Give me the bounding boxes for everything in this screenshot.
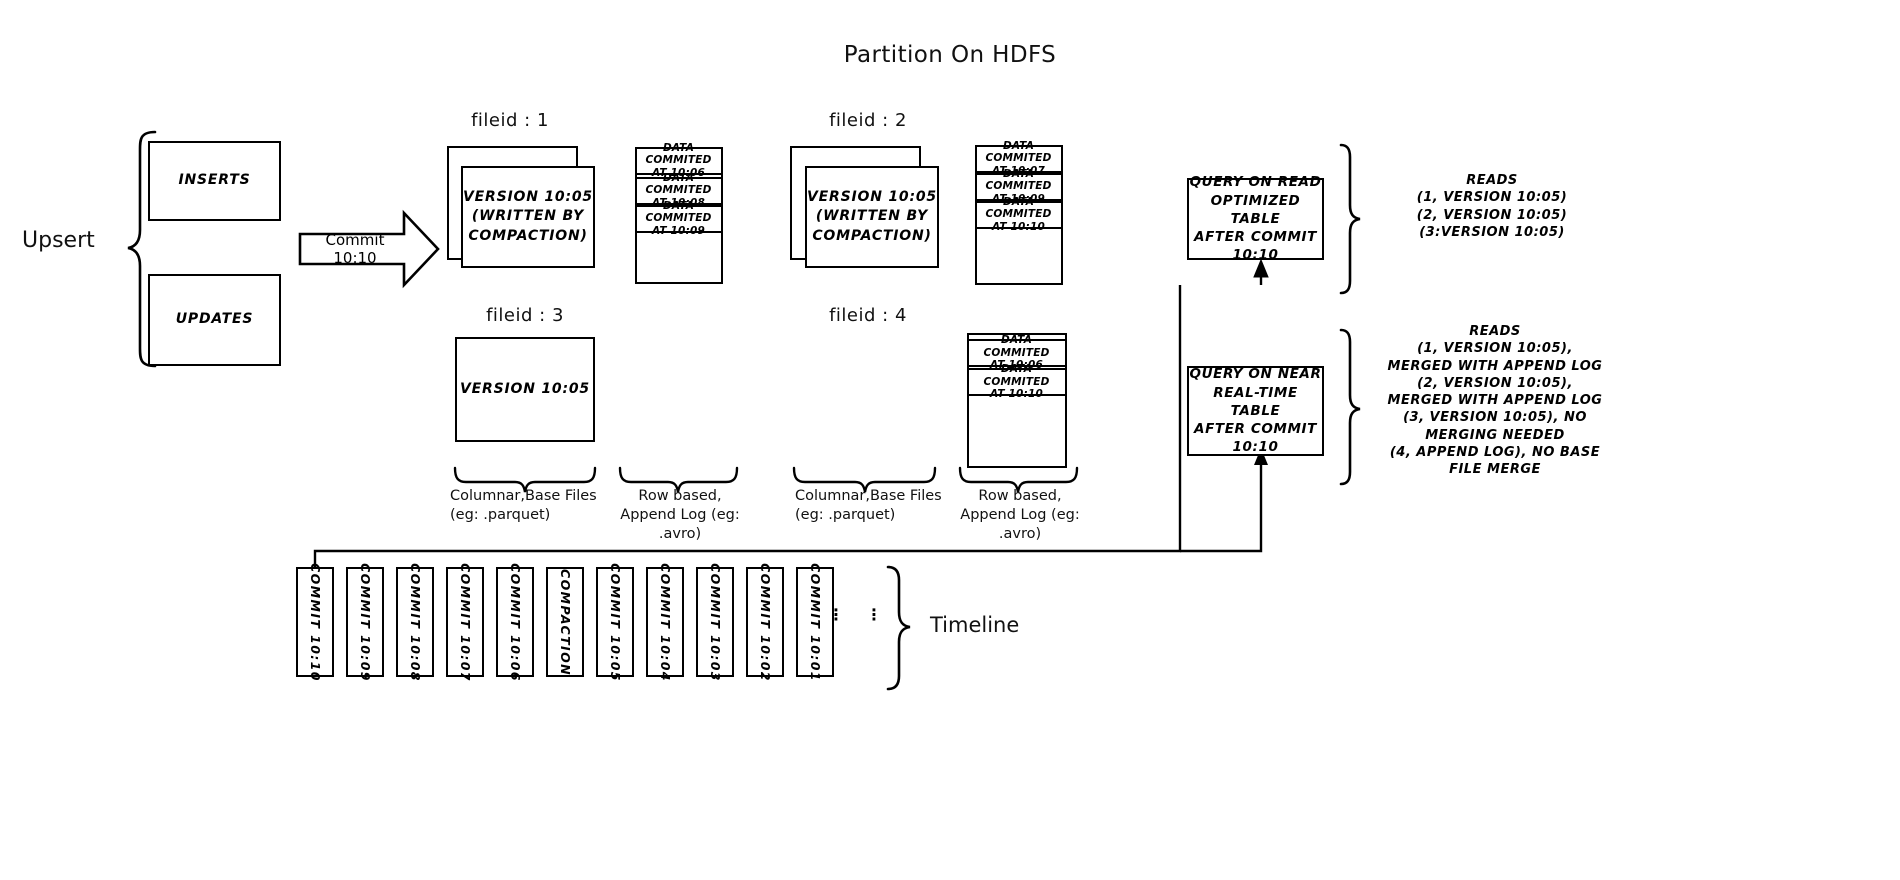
fileid-3-base-file-label: VERSION 10:05 — [460, 380, 590, 397]
inserts-label: INSERTS — [178, 172, 251, 189]
log-entry: DATA COMMITED AT 10:06 — [634, 142, 723, 179]
timeline-item[interactable]: COMMIT 10:08 — [396, 563, 434, 681]
timeline-item-label: COMMIT 10:06 — [507, 562, 523, 682]
fileid-1-base-file-label: VERSION 10:05 (WRITTEN BY COMPACTION) — [463, 189, 593, 244]
page-title: Partition On HDFS — [843, 42, 1057, 68]
log-entry: DATA COMMITED AT 10:09 — [974, 168, 1063, 205]
timeline-item[interactable]: COMMIT 10:09 — [346, 563, 384, 681]
fileid-2-base-file-label: VERSION 10:05 (WRITTEN BY COMPACTION) — [807, 189, 937, 244]
updates-label: UPDATES — [175, 311, 254, 328]
fileid-2-caption: fileid : 2 — [829, 110, 907, 131]
commit-arrow-label: Commit 10:10 — [302, 231, 408, 267]
log-entry: DATA COMMITED AT 10:10 — [974, 196, 1063, 233]
timeline-item-label: COMMIT 10:05 — [607, 562, 623, 682]
fileid-2-log-container: DATA COMMITED AT 10:07 DATA COMMITED AT … — [974, 140, 1063, 285]
timeline-item-label: COMMIT 10:10 — [307, 562, 323, 682]
timeline-item-label: COMMIT 10:09 — [357, 562, 373, 682]
timeline-item[interactable]: COMPACTION — [546, 567, 584, 677]
fileid-3-caption: fileid : 3 — [486, 305, 564, 326]
fileid-3-base-file: VERSION 10:05 — [455, 337, 595, 442]
rowlog-caption-2: Row based, Append Log (eg: .avro) — [960, 488, 1080, 543]
log-entry: DATA COMMITED AT 10:10 — [966, 363, 1067, 400]
timeline-item-label: COMMIT 10:01 — [807, 562, 823, 682]
timeline-item-label: COMPACTION — [557, 568, 573, 676]
inserts-box: INSERTS — [148, 141, 281, 221]
log-entry: DATA COMMITED AT 10:06 — [966, 334, 1067, 371]
timeline-ellipsis-1: ⋮ — [828, 605, 844, 624]
fileid-1-base-file: VERSION 10:05 (WRITTEN BY COMPACTION) — [461, 166, 595, 268]
timeline-item[interactable]: COMMIT 10:01 — [796, 563, 834, 681]
columnar-caption-2: Columnar,Base Files (eg: .parquet) — [795, 488, 942, 524]
columnar-caption-1: Columnar,Base Files (eg: .parquet) — [450, 488, 597, 524]
timeline-item-label: COMMIT 10:02 — [757, 562, 773, 682]
timeline-item[interactable]: COMMIT 10:07 — [446, 563, 484, 681]
log-entry: DATA COMMITED AT 10:08 — [634, 172, 723, 209]
timeline-item[interactable]: COMMIT 10:02 — [746, 563, 784, 681]
reads-near-realtime: READS (1, VERSION 10:05), MERGED WITH AP… — [1387, 324, 1603, 478]
timeline-label: Timeline — [930, 613, 1020, 637]
fileid-4-log-container: DATA COMMITED AT 10:06 DATA COMMITED AT … — [966, 333, 1067, 468]
timeline-item[interactable]: COMMIT 10:03 — [696, 563, 734, 681]
query-near-realtime-box[interactable]: QUERY ON NEAR REAL-TIME TABLE AFTER COMM… — [1187, 366, 1324, 456]
query-near-realtime-label: QUERY ON NEAR REAL-TIME TABLE AFTER COMM… — [1189, 366, 1322, 456]
timeline-item-label: COMMIT 10:04 — [657, 562, 673, 682]
rowlog-caption-1: Row based, Append Log (eg: .avro) — [620, 488, 740, 543]
fileid-1-log-container: DATA COMMITED AT 10:06 DATA COMMITED AT … — [634, 142, 723, 284]
timeline-ellipsis-2: ⋮ — [866, 605, 882, 624]
commit-arrow-text: Commit 10:10 — [325, 231, 385, 267]
fileid-4-caption: fileid : 4 — [829, 305, 907, 326]
reads-read-optimized: READS (1, VERSION 10:05) (2, VERSION 10:… — [1416, 173, 1568, 240]
timeline-item-label: COMMIT 10:08 — [407, 562, 423, 682]
timeline-item-label: COMMIT 10:03 — [707, 562, 723, 682]
timeline-item[interactable]: COMMIT 10:06 — [496, 563, 534, 681]
log-entry: DATA COMMITED AT 10:09 — [634, 200, 723, 237]
timeline-item[interactable]: COMMIT 10:05 — [596, 563, 634, 681]
timeline-item-label: COMMIT 10:07 — [457, 562, 473, 682]
query-read-optimized-label: QUERY ON READ OPTIMIZED TABLE AFTER COMM… — [1189, 174, 1322, 264]
query-read-optimized-box[interactable]: QUERY ON READ OPTIMIZED TABLE AFTER COMM… — [1187, 174, 1324, 263]
fileid-1-caption: fileid : 1 — [471, 110, 549, 131]
fileid-2-base-file: VERSION 10:05 (WRITTEN BY COMPACTION) — [805, 166, 939, 268]
timeline-item[interactable]: COMMIT 10:10 — [296, 563, 334, 681]
updates-box: UPDATES — [148, 274, 281, 366]
upsert-label: Upsert — [22, 228, 95, 253]
timeline-item[interactable]: COMMIT 10:04 — [646, 563, 684, 681]
